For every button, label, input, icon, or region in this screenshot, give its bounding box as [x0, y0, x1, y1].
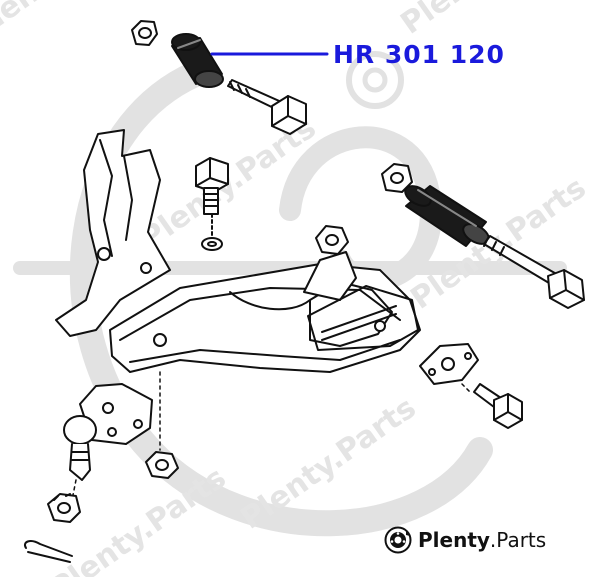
brand-separator: . — [489, 528, 497, 552]
top-bolt — [227, 79, 307, 135]
left-bracket — [55, 129, 171, 337]
right-nut — [381, 163, 413, 193]
watermark-text-2: Plenty.Parts — [395, 0, 583, 42]
watermark-disc-hub — [362, 67, 388, 93]
brand-name-main: Plenty — [418, 528, 490, 552]
right-bushing — [404, 185, 490, 247]
castle-nut — [47, 493, 81, 523]
brand-logo: Plenty.Parts — [384, 526, 546, 554]
flange-plate — [419, 343, 479, 385]
bushing-highlighted — [171, 33, 224, 88]
lower-control-arm — [109, 263, 421, 373]
bottom-right-bolt — [473, 383, 523, 429]
watermark-disc — [346, 51, 404, 109]
ball-joint — [63, 383, 153, 481]
brand-name-suffix: Parts — [496, 528, 547, 552]
vertical-bolt — [195, 157, 229, 251]
arm-nut — [315, 225, 349, 255]
watermark-text-1: Plenty.Parts — [0, 0, 152, 47]
right-bolt — [483, 235, 585, 309]
cotter-pin — [24, 540, 73, 563]
top-nut — [131, 20, 158, 46]
part-number-label: HR 301 120 — [333, 40, 505, 69]
brand-name: Plenty.Parts — [418, 528, 546, 552]
arm-bushing-mount — [303, 251, 419, 351]
bottom-center-nut — [145, 451, 179, 479]
brake-disc-icon — [384, 526, 412, 554]
